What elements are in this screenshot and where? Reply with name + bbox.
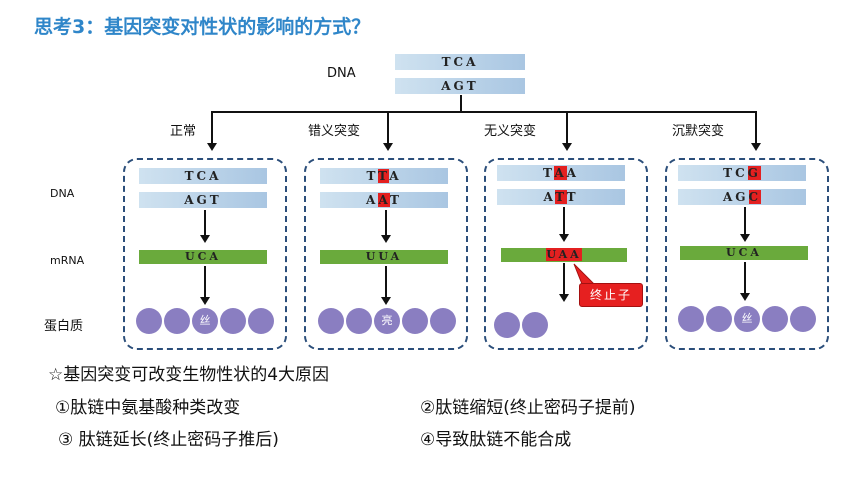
nonsense-dna-top: TAA	[497, 165, 625, 181]
amino-acid-circle: 亮	[374, 308, 400, 334]
missense-dna-bottom: AAT	[320, 192, 448, 208]
mutated-base: A	[554, 166, 567, 180]
amino-acid-circle	[164, 308, 190, 334]
missense-arrow2-line	[385, 266, 387, 298]
mutated-base: T	[377, 169, 390, 183]
nonsense-arrow2-head	[559, 294, 569, 302]
amino-acid-circle	[430, 308, 456, 334]
normal-arrow1-line	[204, 210, 206, 236]
nonsense-arrow1-line	[563, 207, 565, 235]
branch-line-nonsense	[566, 111, 568, 145]
tree-trunk	[460, 95, 462, 112]
amino-acid-circle	[318, 308, 344, 334]
amino-acid-circle	[762, 306, 788, 332]
note-4: ④导致肽链不能合成	[420, 430, 572, 450]
top-dna-strand-bottom: AGT	[395, 78, 525, 94]
amino-acid-circle	[790, 306, 816, 332]
normal-mrna: UCA	[139, 250, 267, 264]
normal-arrow2-line	[204, 266, 206, 298]
arrow-missense	[383, 143, 393, 151]
missense-dna-top: TTA	[320, 168, 448, 184]
branch-label-missense: 错义突变	[308, 124, 361, 139]
branch-line-normal	[211, 111, 213, 145]
top-dna-label: DNA	[327, 66, 356, 81]
mutated-base: C	[748, 190, 762, 204]
normal-dna-top: TCA	[139, 168, 267, 184]
silent-dna-top: TCG	[678, 165, 806, 181]
panel-nonsense	[484, 158, 648, 350]
note-2: ②肽链缩短(终止密码子提前)	[420, 398, 636, 418]
missense-mrna: UUA	[320, 250, 448, 264]
panel-normal	[123, 158, 287, 350]
missense-arrow1-line	[385, 210, 387, 236]
notes-heading: ☆基因突变可改变生物性状的4大原因	[48, 365, 330, 385]
branch-line-silent	[755, 111, 757, 145]
amino-acid-circle	[346, 308, 372, 334]
mutated-base: A	[378, 193, 391, 207]
nonsense-mrna: UAA	[501, 248, 627, 262]
branch-line-missense	[387, 111, 389, 145]
amino-acid-circle	[402, 308, 428, 334]
branch-label-silent: 沉默突变	[672, 124, 725, 139]
silent-mrna: UCA	[680, 246, 808, 260]
stop-codon: UAA	[546, 248, 582, 261]
branch-label-normal: 正常	[170, 124, 197, 139]
row-label-dna: DNA	[50, 187, 75, 200]
missense-arrow1-head	[381, 235, 391, 243]
top-dna-strand-top: TCA	[395, 54, 525, 70]
silent-dna-bottom: AGC	[678, 189, 806, 205]
silent-arrow2-line	[744, 262, 746, 294]
amino-acid-circle	[522, 312, 548, 338]
amino-acid-circle	[248, 308, 274, 334]
silent-arrow1-line	[744, 207, 746, 235]
normal-arrow1-head	[200, 235, 210, 243]
silent-arrow1-head	[740, 234, 750, 242]
normal-dna-bottom: AGT	[139, 192, 267, 208]
nonsense-arrow1-head	[559, 234, 569, 242]
note-3: ③ 肽链延长(终止密码子推后)	[58, 430, 279, 450]
amino-acid-circle	[706, 306, 732, 332]
page-title: 思考3：基因突变对性状的影响的方式？	[34, 16, 371, 38]
note-1: ①肽链中氨基酸种类改变	[55, 398, 241, 418]
mutated-base: T	[555, 190, 567, 204]
amino-acid-circle	[136, 308, 162, 334]
arrow-normal	[207, 143, 217, 151]
arrow-nonsense	[562, 143, 572, 151]
amino-acid-circle: 丝	[192, 308, 218, 334]
mutated-base: G	[747, 166, 761, 180]
arrow-silent	[751, 143, 761, 151]
missense-arrow2-head	[381, 297, 391, 305]
nonsense-arrow2-line	[563, 263, 565, 295]
branch-label-nonsense: 无义突变	[484, 124, 537, 139]
silent-arrow2-head	[740, 293, 750, 301]
amino-acid-circle	[494, 312, 520, 338]
panel-missense	[304, 158, 468, 350]
amino-acid-circle	[678, 306, 704, 332]
stop-codon-callout: 终止子	[579, 283, 643, 307]
panel-silent	[665, 158, 829, 350]
tree-branch-line	[211, 111, 757, 113]
row-label-protein: 蛋白质	[44, 319, 84, 334]
normal-arrow2-head	[200, 297, 210, 305]
amino-acid-circle	[220, 308, 246, 334]
nonsense-dna-bottom: ATT	[497, 189, 625, 205]
amino-acid-circle: 丝	[734, 306, 760, 332]
row-label-mrna: mRNA	[50, 254, 85, 267]
